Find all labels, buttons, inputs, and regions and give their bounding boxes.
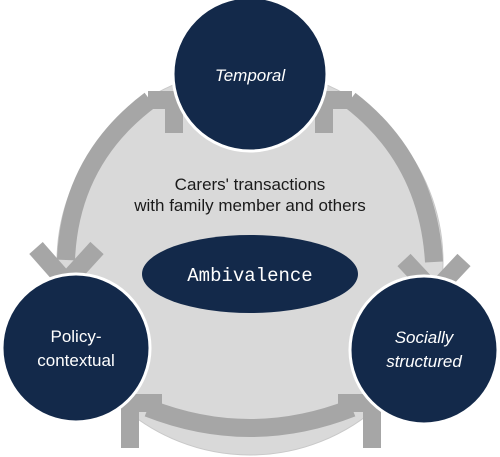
temporal-node xyxy=(171,0,329,153)
policy-contextual-node xyxy=(0,272,152,424)
temporal-label: Temporal xyxy=(215,66,286,85)
policy-contextual-label-line2: contextual xyxy=(37,351,115,370)
ambivalence-label: Ambivalence xyxy=(187,265,312,287)
arc-temporal-to-policy xyxy=(57,92,156,261)
center-text-line2: with family member and others xyxy=(133,196,365,215)
ambivalence-ellipse xyxy=(142,235,358,313)
center-text-line1: Carers' transactions xyxy=(175,175,326,194)
arrow-temporal-to-policy xyxy=(148,91,183,133)
arc-temporal-to-social xyxy=(344,92,443,263)
policy-contextual-label-line1: Policy- xyxy=(50,327,101,346)
socially-structured-node xyxy=(348,274,500,426)
arc-bottom xyxy=(144,399,356,437)
socially-structured-label-line2: structured xyxy=(386,352,462,371)
socially-structured-label-line1: Socially xyxy=(395,328,455,347)
arrowhead-bottom-left xyxy=(121,394,162,448)
